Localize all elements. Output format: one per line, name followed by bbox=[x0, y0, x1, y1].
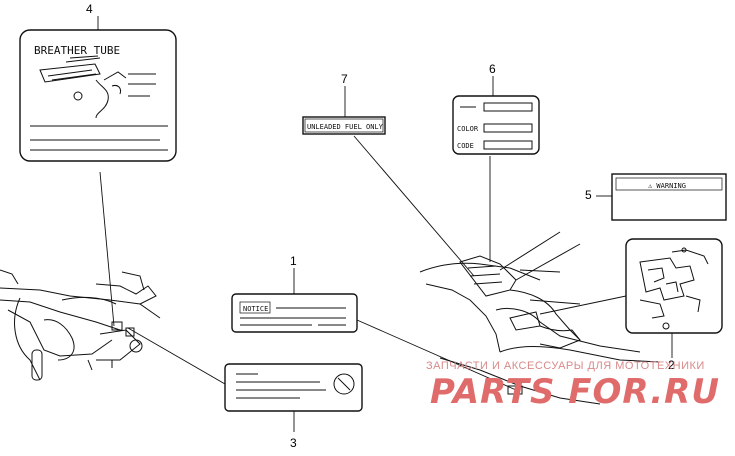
callout-2: 2 bbox=[668, 358, 675, 372]
label-4-breather-tube: BREATHER TUBE bbox=[19, 29, 177, 162]
watermark-logo: PARTS FOR.RU bbox=[430, 372, 720, 412]
label-1-notice: NOTICE bbox=[231, 293, 358, 333]
callout-7: 7 bbox=[341, 72, 348, 86]
leader-2-left bbox=[539, 295, 627, 315]
leader-4-lower bbox=[99, 171, 115, 327]
color-text: COLOR bbox=[457, 125, 479, 133]
breather-tube-text: BREATHER TUBE bbox=[34, 44, 120, 57]
notice-text: NOTICE bbox=[243, 305, 268, 313]
callout-4: 4 bbox=[86, 2, 93, 16]
label-3-decal bbox=[224, 363, 363, 412]
callout-6: 6 bbox=[489, 62, 496, 76]
label-2-hose-routing bbox=[625, 238, 723, 334]
callout-5: 5 bbox=[585, 188, 592, 202]
tank-seat-illustration bbox=[419, 231, 661, 405]
leader-3-left bbox=[127, 327, 226, 385]
label-7-unleaded-fuel: UNLEADED FUEL ONLY bbox=[302, 116, 386, 135]
code-text: CODE bbox=[457, 142, 474, 150]
unleaded-text: UNLEADED FUEL ONLY bbox=[307, 123, 384, 131]
watermark-tagline: ЗАПЧАСТИ И АКСЕССУАРЫ ДЛЯ МОТОТЕХНИКИ bbox=[426, 360, 705, 372]
leader-7-lower bbox=[353, 135, 475, 277]
callout-1: 1 bbox=[290, 254, 297, 268]
callout-3: 3 bbox=[290, 436, 297, 450]
label-5-warning: ⚠ WARNING bbox=[611, 173, 727, 221]
warning-text: ⚠ WARNING bbox=[648, 182, 686, 190]
leader-lines bbox=[97, 16, 673, 432]
label-6-color-code: COLOR CODE bbox=[452, 95, 540, 155]
frame-left-illustration bbox=[0, 269, 161, 381]
leader-1-right bbox=[356, 319, 517, 391]
